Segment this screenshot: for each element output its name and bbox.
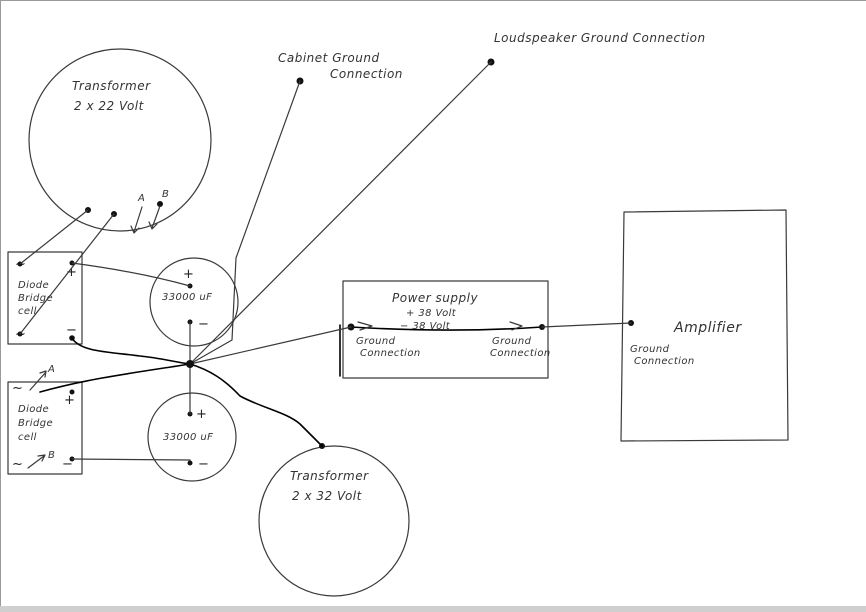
sheet-bottom-border bbox=[0, 606, 866, 612]
sheet-left-border bbox=[0, 0, 1, 612]
bridge-bottom-arrow-b bbox=[27, 454, 46, 469]
bridge-bottom-ac2: ~ bbox=[12, 457, 23, 472]
power-supply-box bbox=[342, 280, 549, 379]
bridge-top-line1: Diode bbox=[18, 280, 49, 291]
tap-a-arrow bbox=[130, 206, 143, 234]
transformer-top-tap-a: A bbox=[137, 193, 145, 204]
power-supply-ground-right-1: Ground bbox=[492, 336, 532, 347]
bridge-bottom-line2: Bridge bbox=[18, 418, 53, 429]
wire-loudspeaker-ground bbox=[189, 61, 492, 365]
bridge-top-box bbox=[7, 251, 83, 345]
bridge-bottom-ac1: ~ bbox=[12, 381, 23, 396]
bridge-bottom-box bbox=[7, 381, 83, 475]
power-supply-minus-rail: − 38 Volt bbox=[400, 321, 451, 332]
amplifier: Amplifier Ground Connection bbox=[620, 209, 789, 442]
transformer-bottom-title: Transformer bbox=[290, 469, 369, 483]
bridge-bottom-plus: + bbox=[64, 393, 75, 408]
amplifier-box bbox=[620, 209, 789, 442]
bridge-bottom-minus: − bbox=[62, 457, 73, 472]
star-ground-point bbox=[186, 360, 194, 368]
capacitor-bottom: + − 33000 uF bbox=[147, 392, 237, 482]
tap-b-arrow bbox=[148, 205, 161, 230]
capacitor-top: + − 33000 uF bbox=[149, 257, 239, 347]
bridge-bottom-tap-b: B bbox=[48, 450, 55, 461]
loudspeaker-ground-label: Loudspeaker Ground Connection bbox=[494, 31, 706, 45]
wire-bridge-bottom-minus bbox=[71, 458, 191, 461]
power-supply: Power supply + 38 Volt − 38 Volt Ground … bbox=[339, 280, 551, 379]
bridge-bottom-tap-a: A bbox=[47, 364, 55, 375]
ground-bus-arrows bbox=[357, 321, 523, 331]
amplifier-ground-2: Connection bbox=[634, 356, 695, 367]
transformer-bottom-circle bbox=[258, 445, 410, 597]
transformer-top-terminal-3 bbox=[157, 201, 163, 207]
transformer-top: Transformer 2 x 22 Volt A B bbox=[28, 48, 212, 234]
transformer-top-tap-b: B bbox=[162, 189, 169, 200]
cabinet-ground-label-2: Connection bbox=[330, 67, 403, 81]
bridge-bottom-arrow-a bbox=[29, 370, 47, 391]
bridge-top-plus: + bbox=[66, 265, 77, 280]
wire-star-to-transformer-bottom bbox=[189, 363, 323, 447]
capacitor-bottom-plus: + bbox=[196, 407, 207, 422]
capacitor-bottom-value: 33000 uF bbox=[163, 432, 213, 443]
power-supply-plus-rail: + 38 Volt bbox=[406, 308, 457, 319]
transformer-bottom-rating: 2 x 32 Volt bbox=[292, 489, 363, 503]
capacitor-bottom-minus: − bbox=[198, 457, 209, 472]
capacitor-bottom-circle bbox=[147, 392, 237, 482]
bridge-bottom-plus-terminal bbox=[69, 389, 75, 395]
capacitor-top-minus: − bbox=[198, 317, 209, 332]
capacitor-top-circle bbox=[149, 257, 239, 347]
bridge-top: ~ ~ + − Diode Bridge cell bbox=[7, 251, 83, 345]
wire-bridge-top-plus bbox=[71, 262, 191, 287]
capacitor-bottom-minus-terminal bbox=[187, 460, 193, 466]
sheet-top-border bbox=[0, 0, 866, 1]
power-supply-ground-left-2: Connection bbox=[360, 348, 421, 359]
wire-bridge-top-minus-star bbox=[71, 337, 191, 365]
power-supply-ground-right-2: Connection bbox=[490, 348, 551, 359]
wire-trafo-to-bridge-ac2 bbox=[19, 213, 115, 335]
transformer-top-title: Transformer bbox=[72, 79, 151, 93]
transformer-bottom: Transformer 2 x 32 Volt bbox=[258, 443, 410, 597]
power-supply-ground-left-1: Ground bbox=[356, 336, 396, 347]
transformer-top-rating: 2 x 22 Volt bbox=[74, 99, 145, 113]
bridge-bottom-line1: Diode bbox=[18, 404, 49, 415]
power-supply-title: Power supply bbox=[392, 291, 478, 305]
amplifier-ground-1: Ground bbox=[630, 344, 670, 355]
wire-cabinet-ground bbox=[189, 80, 301, 365]
wires bbox=[19, 61, 632, 461]
capacitor-top-value: 33000 uF bbox=[162, 292, 212, 303]
capacitor-top-plus: + bbox=[183, 267, 194, 282]
bridge-bottom-line3: cell bbox=[18, 432, 37, 443]
transformer-top-circle bbox=[28, 48, 212, 232]
wire-bridge-bottom-plus-star bbox=[39, 363, 191, 393]
amplifier-title: Amplifier bbox=[673, 320, 742, 336]
bridge-top-line3: cell bbox=[18, 306, 37, 317]
wire-power-supply-ground bbox=[189, 326, 352, 365]
wire-amplifier-ground bbox=[541, 322, 632, 328]
wire-trafo-to-bridge-ac1 bbox=[19, 209, 89, 265]
bridge-top-line2: Bridge bbox=[18, 293, 53, 304]
cabinet-ground-label-1: Cabinet Ground bbox=[278, 51, 380, 65]
bridge-top-minus: − bbox=[66, 323, 77, 338]
bridge-bottom: ~ ~ + − Diode Bridge cell A B bbox=[7, 364, 83, 475]
